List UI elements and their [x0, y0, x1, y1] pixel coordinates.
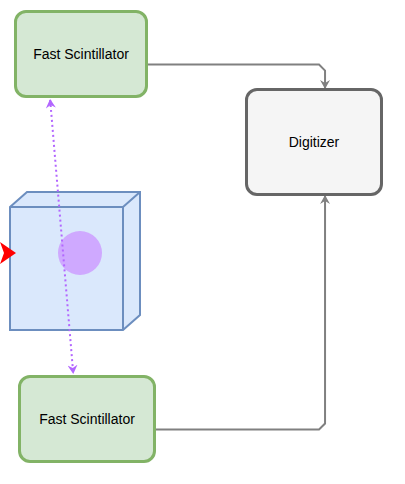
- source-spot: [58, 231, 102, 275]
- signal-line: [156, 196, 325, 430]
- detector-box: Fast Scintillator: [18, 375, 156, 463]
- photon-path: [50, 100, 73, 373]
- signal-line: [148, 65, 325, 88]
- node-label: Fast Scintillator: [39, 410, 135, 429]
- cube-edge: [10, 192, 140, 207]
- node-label: Fast Scintillator: [33, 45, 129, 64]
- cube-edge: [122, 207, 124, 330]
- node-label: Digitizer: [289, 133, 340, 152]
- cube-body: [10, 192, 140, 330]
- detector-box: Fast Scintillator: [14, 10, 148, 98]
- digitizer-box: Digitizer: [245, 88, 383, 196]
- beam-arrow: [0, 242, 16, 264]
